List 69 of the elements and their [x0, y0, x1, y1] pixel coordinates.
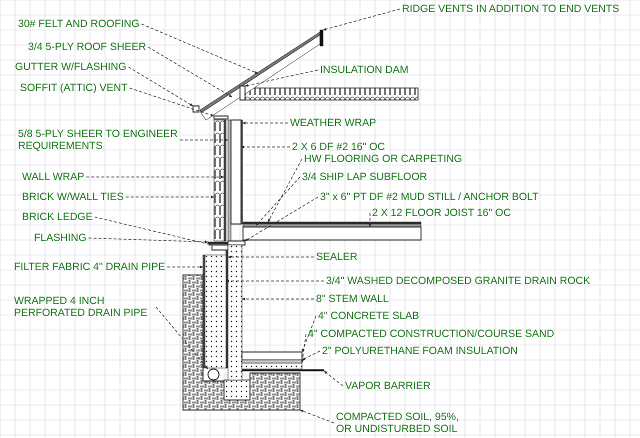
callout-label: FLASHING — [34, 232, 87, 244]
flashing-strip — [208, 242, 228, 244]
callout-label: 3/4 5-PLY ROOF SHEER — [28, 41, 146, 53]
drain-rock — [204, 254, 226, 368]
callout-label: VAPOR BARRIER — [345, 380, 431, 392]
callout-label: GUTTER W/FLASHING — [15, 61, 126, 73]
wall-stud — [230, 120, 242, 224]
callout-label: 4" CONCRETE SLAB — [318, 310, 420, 322]
callout-label: 3/4" WASHED DECOMPOSED GRANITE DRAIN ROCK — [326, 275, 590, 287]
callout-label: RIDGE VENTS IN ADDITION TO END VENTS — [402, 3, 620, 15]
callout-label: FILTER FABRIC 4" DRAIN PIPE — [14, 261, 166, 273]
leader-line — [148, 46, 232, 98]
brick-ledge — [212, 244, 228, 250]
callout-label: COMPACTED SOIL, 95%, OR UNDISTURBED SOIL — [336, 411, 460, 435]
leader-line — [180, 138, 228, 142]
callout-label: INSULATION DAM — [320, 64, 408, 76]
callout-label: WALL WRAP — [22, 171, 84, 183]
ridge-vent — [320, 30, 324, 46]
callout-label: 4" COMPACTED CONSTRUCTION/COURSE SAND — [308, 328, 554, 340]
leader-line — [244, 70, 318, 87]
gutter — [192, 106, 200, 112]
leader-line — [129, 88, 214, 116]
callout-label: 2 X 6 DF #2 16" OC — [292, 141, 386, 153]
callout-label: BRICK LEDGE — [22, 211, 93, 223]
leader-line — [322, 8, 400, 31]
leader-line — [226, 280, 324, 282]
soil — [182, 274, 300, 410]
stem-wall — [228, 244, 242, 380]
leader-line — [86, 176, 224, 178]
callout-label: 2 X 12 FLOOR JOIST 16" OC — [372, 207, 511, 219]
drain-pipe — [208, 368, 220, 380]
concrete-slab — [242, 352, 302, 360]
callout-label: 8" STEM WALL — [316, 293, 389, 305]
soffit-vent — [214, 116, 228, 120]
leader-line — [368, 212, 372, 228]
leader-line — [300, 410, 334, 424]
vapor-barrier — [242, 369, 324, 372]
callout-label: BRICK W/WALL TIES — [22, 191, 124, 203]
leader-line — [242, 298, 314, 300]
callout-label: 3/4 SHIP LAP SUBFLOOR — [302, 171, 428, 183]
leader-line — [125, 196, 214, 198]
leader-line — [128, 66, 194, 106]
leader-line — [302, 350, 320, 360]
callout-label: 3" x 6" PT DF #2 MUD STILL / ANCHOR BOLT — [320, 191, 538, 203]
callout-label: 5/8 5-PLY SHEER TO ENGINEER REQUIREMENTS — [18, 128, 178, 152]
callout-label: 2" POLYURETHANE FOAM INSULATION — [322, 345, 518, 357]
leader-line — [324, 370, 344, 386]
leader-line — [244, 196, 318, 242]
leader-line — [228, 256, 314, 258]
leader-line — [94, 216, 212, 246]
leader-line — [88, 238, 208, 244]
leader-line — [240, 146, 290, 148]
leader-line — [156, 306, 208, 370]
leader-line — [302, 316, 316, 352]
brick-veneer — [214, 120, 224, 242]
callout-label: SEALER — [316, 251, 358, 263]
foam-insulation — [242, 360, 302, 364]
callout-label: SOFFIT (ATTIC) VENT — [20, 82, 128, 94]
leader-line — [256, 176, 300, 226]
leader-line — [301, 334, 306, 364]
leader-line — [166, 266, 204, 268]
callout-label: WRAPPED 4 INCH PERFORATED DRAIN PIPE — [14, 295, 148, 319]
leader-line — [141, 24, 258, 74]
callout-label: WEATHER WRAP — [290, 117, 376, 129]
floor-joist — [242, 226, 422, 240]
leader-line — [242, 122, 288, 124]
callout-label: 30# FELT AND ROOFING — [18, 18, 140, 30]
leader-line — [268, 158, 302, 222]
callout-label: HW FLOORING OR CARPETING — [304, 153, 462, 165]
